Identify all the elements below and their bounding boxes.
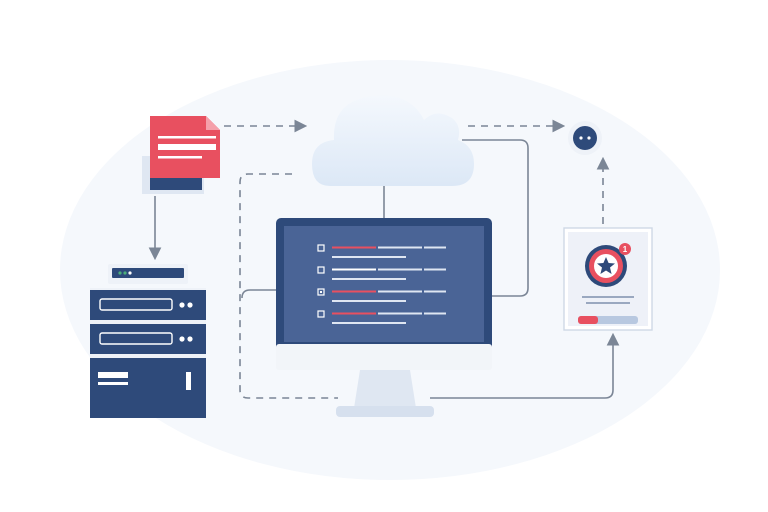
- checkbox-icon[interactable]: [317, 266, 325, 274]
- monitor-screen: [284, 226, 484, 342]
- monitor-list: [317, 244, 446, 324]
- document-stack-icon[interactable]: [142, 116, 220, 194]
- monitor-list-row[interactable]: [317, 310, 446, 324]
- monitor-list-row[interactable]: [317, 244, 446, 258]
- connector-monitor-to-report: [430, 332, 620, 399]
- star-badge-icon: [585, 245, 627, 287]
- network-router-icon[interactable]: [108, 264, 188, 284]
- notification-badge: 1: [619, 243, 631, 255]
- desktop-monitor-icon[interactable]: [276, 218, 492, 417]
- report-progress-fill: [578, 316, 598, 324]
- monitor-list-row[interactable]: [317, 288, 446, 302]
- checkbox-icon[interactable]: [317, 288, 325, 296]
- connector-monitor-left: [241, 289, 276, 299]
- server-rack-icon[interactable]: [90, 288, 206, 418]
- cloud-icon[interactable]: [312, 95, 474, 187]
- connector-cloud-to-monitor-side: [462, 139, 529, 297]
- chat-bubble-icon[interactable]: [568, 121, 602, 155]
- server-unit-2: [90, 324, 206, 354]
- checkbox-icon[interactable]: [317, 244, 325, 252]
- checkbox-icon[interactable]: [317, 310, 325, 318]
- connectors: [148, 119, 620, 399]
- connector-cloud-to-monitor-dashed: [239, 173, 338, 399]
- monitor-list-row[interactable]: [317, 266, 446, 280]
- report-card-icon[interactable]: 1: [563, 227, 653, 331]
- svg-text:1: 1: [623, 245, 628, 254]
- server-unit-1: [90, 290, 206, 320]
